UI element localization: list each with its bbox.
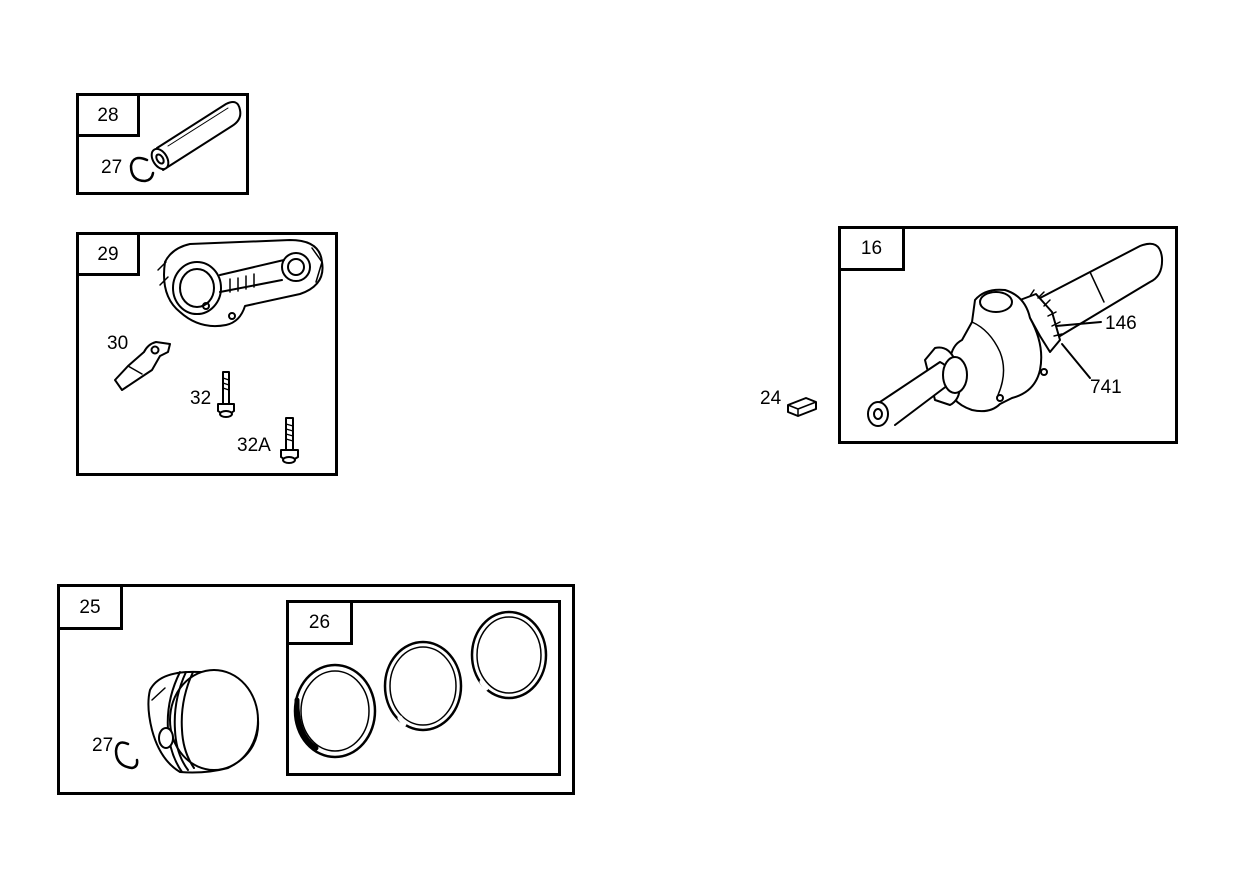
- callout-146: 146: [1105, 313, 1137, 334]
- piston-ring-set-drawing: [293, 610, 548, 759]
- pin-retaining-ring-drawing: [129, 156, 155, 183]
- callout-24: 24: [760, 388, 782, 409]
- group-25-tag: 25: [60, 587, 123, 630]
- callout-27-pin-ring: 27: [101, 157, 123, 178]
- leader-line-146: [1055, 321, 1102, 327]
- callout-741: 741: [1090, 377, 1122, 398]
- oil-dipper-drawing: [114, 341, 171, 391]
- bolt-32-drawing: [217, 371, 235, 418]
- piston-retaining-ring-drawing: [114, 741, 139, 770]
- piston-pin-drawing: [150, 101, 242, 171]
- bolt-32a-drawing: [280, 417, 299, 464]
- callout-27-piston-ring: 27: [92, 735, 114, 756]
- group-26-tag: 26: [289, 603, 353, 645]
- piston-drawing: [147, 669, 260, 774]
- callout-32: 32: [190, 388, 212, 409]
- leader-line-741: [1061, 343, 1091, 379]
- connecting-rod-drawing: [157, 239, 324, 328]
- group-29-tag: 29: [79, 235, 140, 276]
- callout-32a: 32A: [237, 435, 271, 456]
- crankshaft-key-drawing: [787, 397, 817, 417]
- group-28-tag: 28: [79, 96, 140, 137]
- group-26-box: 26: [286, 600, 561, 776]
- callout-30: 30: [107, 333, 129, 354]
- group-16-tag: 16: [841, 229, 905, 271]
- crankshaft-drawing: [867, 242, 1164, 427]
